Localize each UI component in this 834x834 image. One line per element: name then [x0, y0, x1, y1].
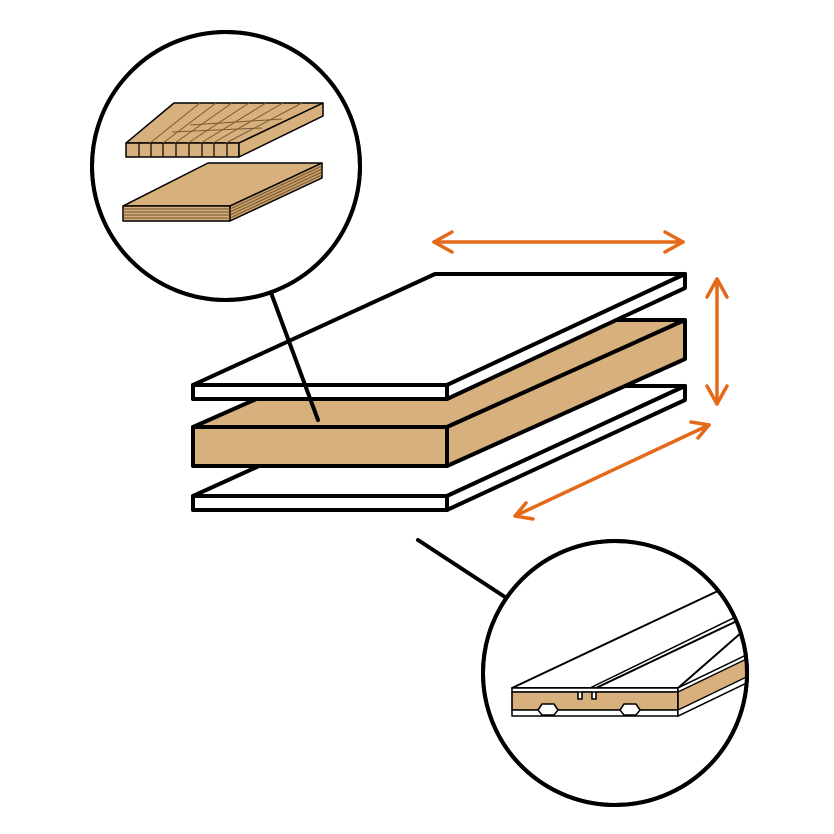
- edge-profile-callout: [481, 539, 749, 807]
- arrow-head-icon: [513, 501, 535, 521]
- arrow-head-icon: [432, 230, 454, 254]
- thickness-arrow: [705, 277, 729, 406]
- arrow-head-icon: [663, 230, 685, 254]
- arrow-head-icon: [705, 384, 729, 406]
- core-construction-callout: [90, 30, 362, 302]
- top-facing-sheet: [191, 272, 687, 401]
- core-leader-line: [268, 288, 320, 422]
- arrow-head-icon: [689, 420, 711, 440]
- lumber-strip-panel: [125, 102, 324, 158]
- plywood-panel: [122, 162, 323, 222]
- width-arrow: [513, 420, 711, 521]
- length-arrow: [432, 230, 685, 254]
- arrow-head-icon: [705, 277, 729, 299]
- edge-leader-line: [416, 538, 507, 599]
